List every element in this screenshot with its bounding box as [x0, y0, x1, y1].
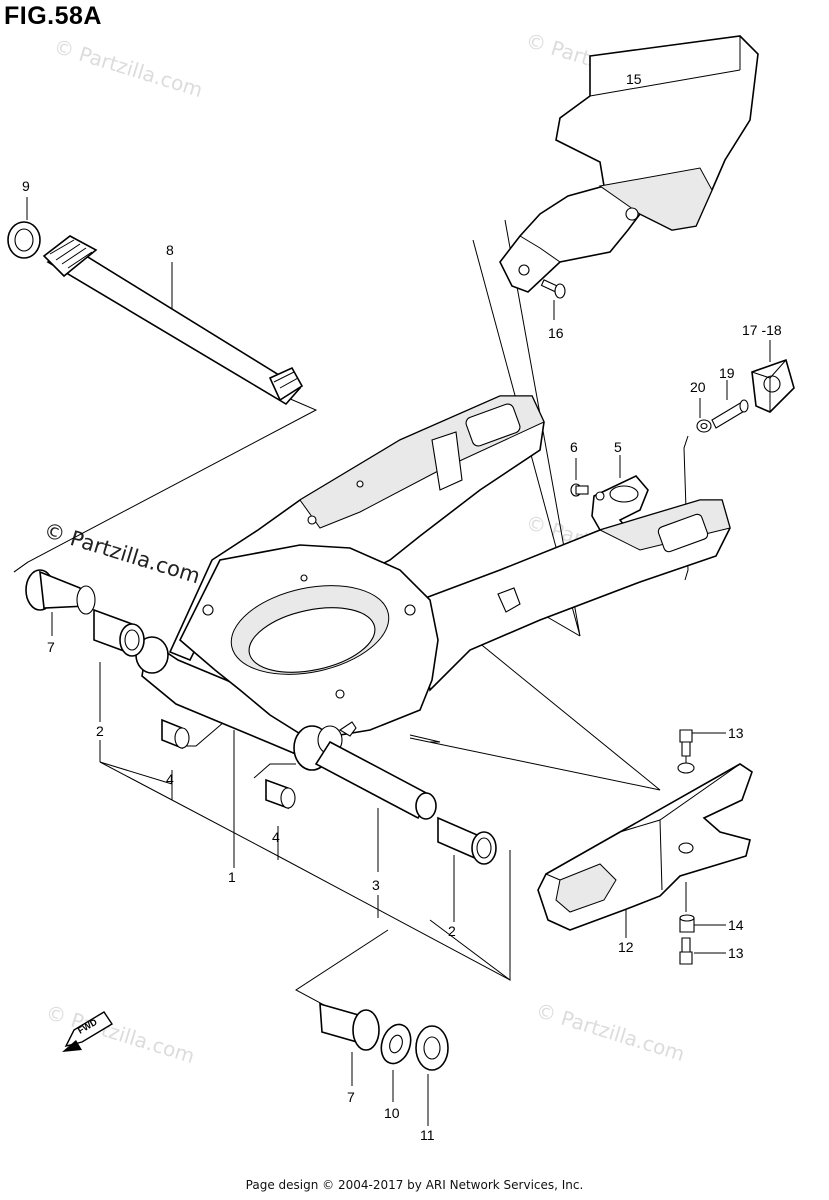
callout-17-18: 17 -18: [742, 322, 782, 338]
callout-4a: 4: [166, 771, 174, 787]
callout-2b: 2: [448, 923, 456, 939]
callout-20: 20: [690, 379, 706, 395]
figure-title: FIG.58A: [4, 2, 102, 30]
callout-13a: 13: [728, 725, 744, 741]
callout-9: 9: [22, 178, 30, 194]
callout-11: 11: [420, 1127, 435, 1143]
part-pivot-shaft[interactable]: [42, 235, 304, 406]
callout-6: 6: [570, 439, 578, 455]
callout-10: 10: [384, 1105, 400, 1121]
callout-7b: 7: [347, 1089, 355, 1105]
part-spacer-3[interactable]: [314, 740, 437, 820]
part-bushing-7a[interactable]: [25, 569, 96, 615]
part-bolt-6[interactable]: [570, 483, 589, 497]
part-bolt-13a[interactable]: [679, 729, 693, 757]
callout-2a: 2: [96, 723, 104, 739]
part-needle-bearing-4a[interactable]: [161, 718, 190, 750]
fwd-arrow-icon: FWD: [62, 1011, 113, 1052]
part-nut-11[interactable]: [415, 1025, 449, 1071]
callout-19: 19: [719, 365, 735, 381]
part-washer-20[interactable]: [696, 419, 712, 433]
part-washer-10[interactable]: [377, 1021, 416, 1068]
part-bushing-7b[interactable]: [319, 1002, 380, 1051]
callout-5: 5: [614, 439, 622, 455]
part-needle-bearing-4b[interactable]: [265, 778, 296, 810]
part-bolt-13b[interactable]: [679, 937, 693, 965]
part-bearing-2a[interactable]: [93, 608, 145, 657]
part-screw-19[interactable]: [711, 399, 749, 429]
callout-1: 1: [228, 869, 236, 885]
part-chain-cover[interactable]: [499, 35, 759, 293]
callout-16: 16: [548, 325, 564, 341]
callout-12: 12: [618, 939, 634, 955]
callout-13b: 13: [728, 945, 744, 961]
callout-labels: 15 9 8 16 17 -18 19 20 6 5 7 2 13 4 4 1 …: [22, 71, 782, 1143]
callout-4b: 4: [272, 829, 280, 845]
part-chain-buffer[interactable]: [537, 762, 753, 931]
part-adjuster-block[interactable]: [751, 358, 795, 413]
callout-3: 3: [372, 877, 380, 893]
callout-8: 8: [166, 242, 174, 258]
callout-7a: 7: [47, 639, 55, 655]
callout-14: 14: [728, 917, 744, 933]
callout-15: 15: [626, 71, 642, 87]
part-swingarm[interactable]: [135, 395, 731, 771]
part-bearing-2b[interactable]: [437, 816, 497, 865]
page-footer: Page design © 2004-2017 by ARI Network S…: [245, 1178, 584, 1192]
part-spacer-14[interactable]: [679, 914, 695, 933]
part-nut-9[interactable]: [7, 221, 41, 259]
part-screw-16[interactable]: [540, 279, 566, 299]
